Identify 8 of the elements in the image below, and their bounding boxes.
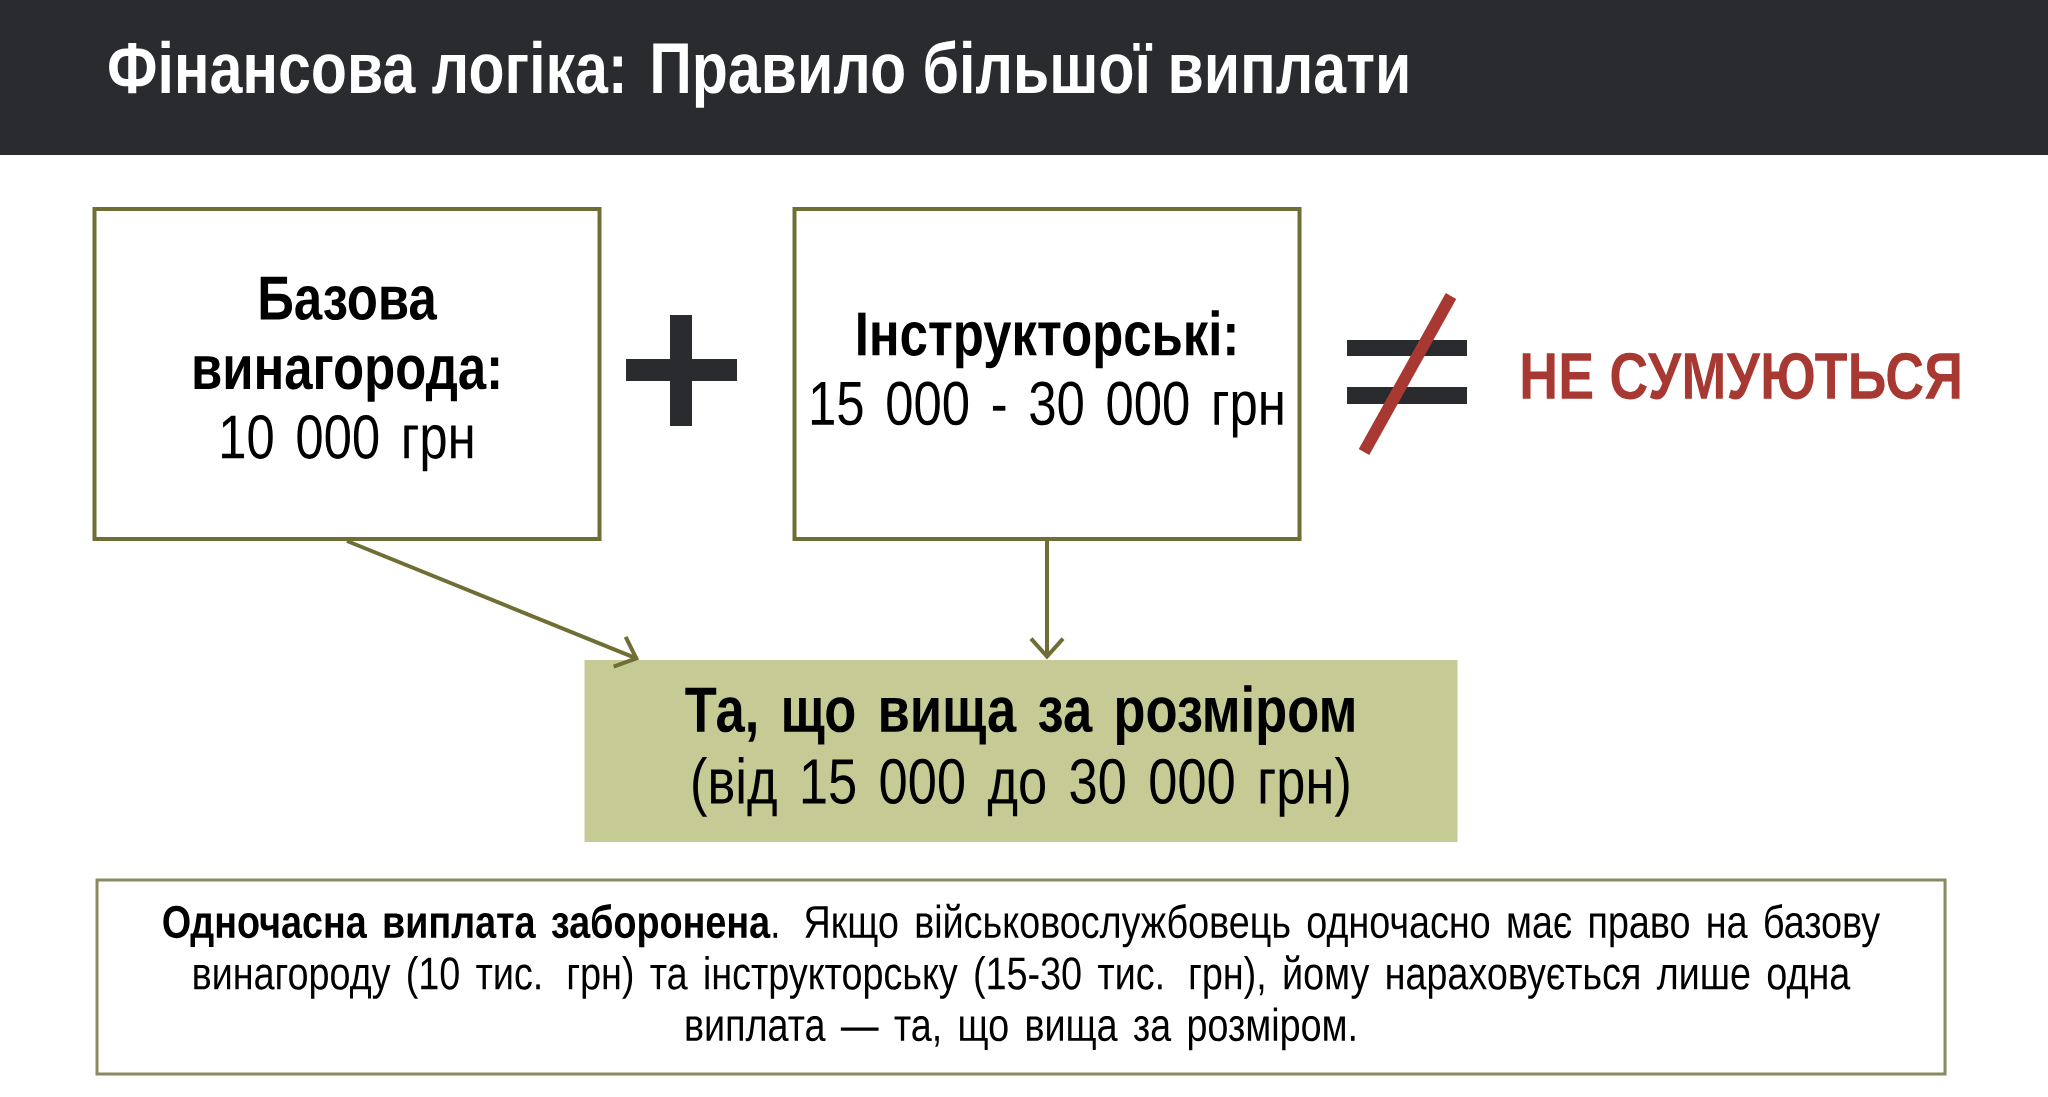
value-box: Базова винагорода: 10 000 грн bbox=[92, 207, 602, 541]
value-box: Інструкторські: 15 000 - 30 000 грн bbox=[792, 207, 1302, 541]
arrow bbox=[1029, 541, 1065, 660]
note-box: Одночасна виплата заборонена. Якщо військовослужбовець одночасно має право на базову винагороду (10 тис. грн) та інструкторську (15-30 тис. грн), йому нараховується лише одна виплата — та, що вища за розміром. bbox=[95, 878, 1947, 1076]
title: Фінансова логіка: Правило більшої виплати bbox=[109, 40, 1408, 108]
warning-text: НЕ СУМУЮТЬСЯ bbox=[1522, 352, 1960, 400]
arrow bbox=[346, 539, 640, 669]
result-box: Та, що вища за розміром (від 15 000 до 30 000 грн) bbox=[584, 660, 1458, 842]
